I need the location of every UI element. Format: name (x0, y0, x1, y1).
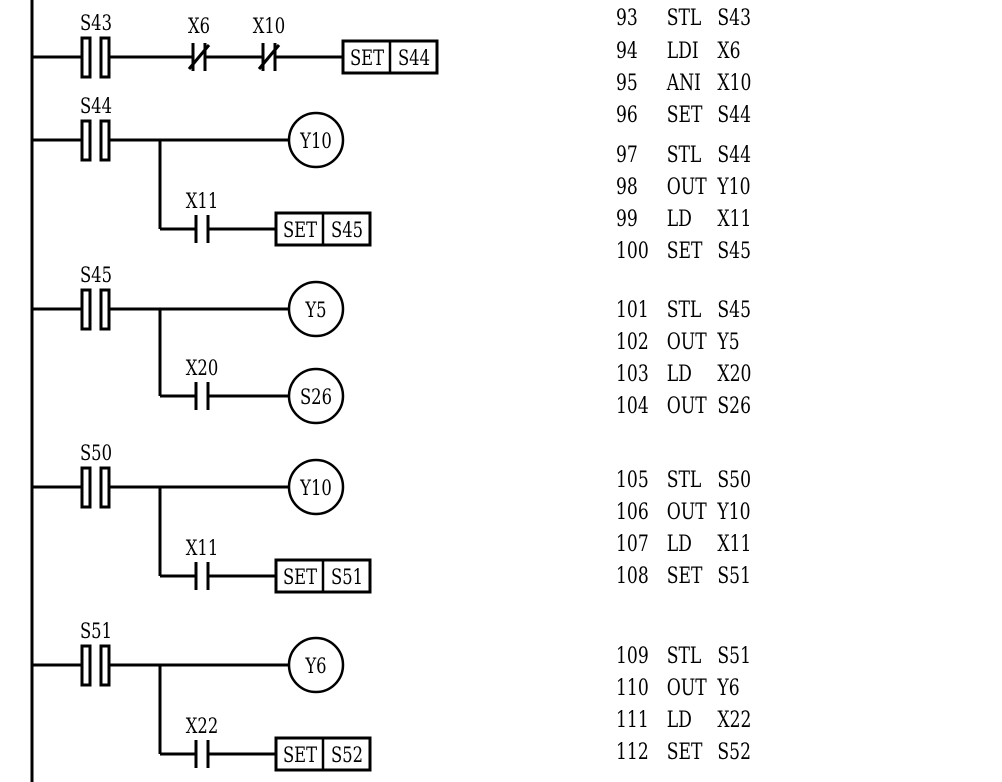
no-contact-label: X11 (186, 190, 219, 213)
stl-contact-label: S50 (80, 442, 112, 465)
stl-contact-bar (80, 644, 92, 687)
nc-contact-label: X10 (253, 15, 286, 38)
nc-slash (187, 44, 211, 70)
set-operand-label: S44 (398, 47, 430, 70)
stl-contact-bar (99, 288, 111, 331)
stl-contact-bar (99, 119, 111, 162)
stl-contact-bar (80, 36, 92, 79)
set-op-label: SET (283, 219, 317, 242)
set-op-label: SET (283, 744, 317, 767)
output-coil (287, 458, 345, 516)
stl-contact-label: S44 (80, 95, 112, 118)
output-coil (287, 367, 345, 425)
no-contact-label: X20 (186, 357, 219, 380)
output-coil (287, 111, 345, 169)
stl-contact-bar (80, 466, 92, 509)
stl-contact-label: S45 (80, 264, 112, 287)
set-op-label: SET (350, 47, 384, 70)
set-operand-label: S51 (331, 566, 363, 589)
stl-contact-bar (80, 288, 92, 331)
stl-contact-bar (99, 466, 111, 509)
set-operand-label: S45 (331, 219, 363, 242)
set-operand-label: S52 (331, 744, 363, 767)
nc-contact-label: X6 (188, 15, 210, 38)
no-contact-label: X22 (186, 715, 219, 738)
stl-contact-bar (99, 644, 111, 687)
no-contact-label: X11 (186, 537, 219, 560)
stl-contact-bar (99, 36, 111, 79)
coil-label: Y10 (299, 477, 332, 500)
stl-contact-label: S51 (80, 620, 112, 643)
stl-contact-bar (80, 119, 92, 162)
output-coil (287, 280, 345, 338)
nc-slash (257, 44, 281, 70)
set-op-label: SET (283, 566, 317, 589)
stl-contact-label: S43 (80, 12, 112, 35)
coil-label: Y5 (305, 299, 327, 322)
output-coil (287, 636, 345, 694)
coil-label: Y10 (299, 130, 332, 153)
coil-label: S26 (300, 386, 332, 409)
coil-label: Y6 (305, 655, 327, 678)
